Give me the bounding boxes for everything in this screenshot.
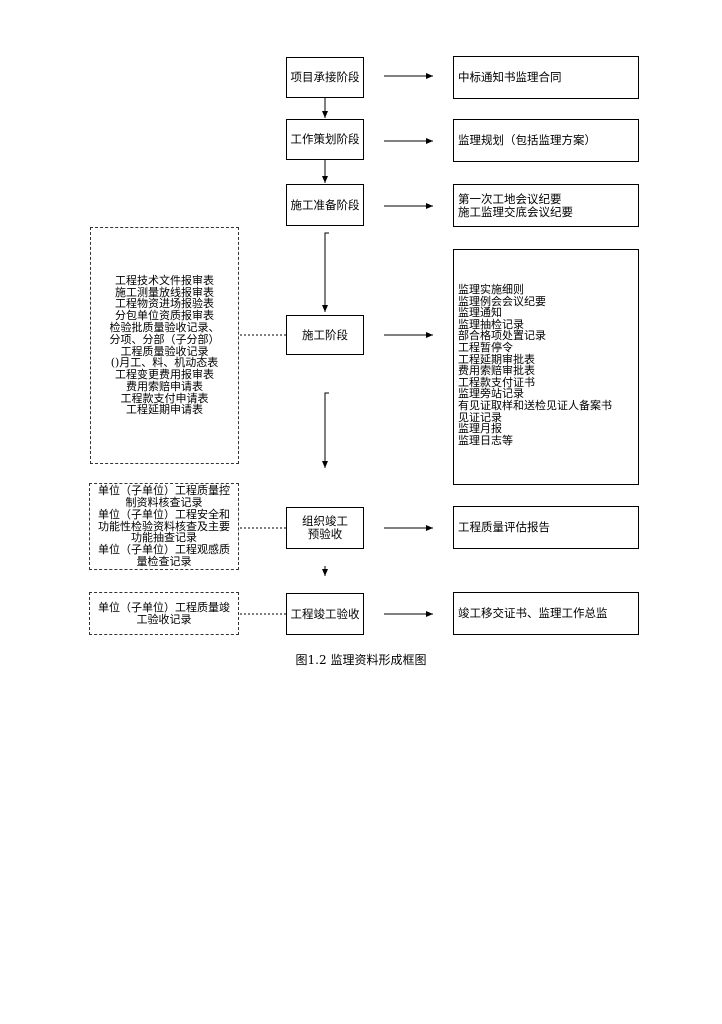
stage-completion-acceptance: 工程竣工验收 (286, 593, 364, 635)
text-line: 检验批质量验收记录、 (109, 320, 220, 334)
text-line: 工程款支付证书 (458, 375, 535, 389)
output-text: 监理规划（包括监理方案） (458, 134, 596, 147)
output-supervision-plan: 监理规划（包括监理方案） (453, 119, 639, 162)
text-line: 施工监理交底会议纪要 (458, 204, 573, 219)
text-line: 单位（子单位）工程质量竣 (98, 600, 230, 614)
text-line: 工程暂停令 (458, 340, 513, 354)
text-line: 见证记录 (458, 410, 502, 424)
text-line: 工程质量验收记录 (120, 344, 209, 358)
text-line: 第一次工地会议纪要 (458, 191, 562, 206)
text-line: 工程竣工验收 (290, 606, 360, 621)
text-line: 监理实施细则 (458, 283, 524, 296)
output-text: 工程质量评估报告 (458, 521, 550, 534)
text-line: 施工准备阶段 (290, 197, 360, 212)
output-handover-certificate: 竣工移交证书、监理工作总监 (453, 592, 639, 635)
input-completion-records: 单位（子单位）工程质量竣工验收记录 (89, 592, 239, 635)
stage-text: 组织竣工预验收 (302, 515, 348, 541)
text-line: 监理日志等 (458, 433, 513, 447)
text-line: 单位（子单位）工程质量控 (98, 484, 230, 498)
stage-work-planning: 工作策划阶段 (286, 119, 364, 160)
text-line: 工程延期申请表 (126, 403, 203, 417)
text-line: 工程延期审批表 (458, 352, 535, 366)
input-text: 单位（子单位）工程质量竣工验收记录 (98, 600, 230, 626)
text-line: 监理规划（包括监理方案） (458, 133, 596, 147)
text-line: 监理抽检记录 (458, 317, 524, 331)
text-line: 单位（子单位）工程安全和 (98, 507, 230, 521)
output-quality-report: 工程质量评估报告 (453, 506, 639, 549)
stage-construction-prep: 施工准备阶段 (286, 184, 364, 226)
output-bid-notice-contract: 中标通知书监理合同 (453, 56, 639, 99)
stage-project-acceptance: 项目承接阶段 (286, 57, 364, 98)
text-line: 施工测量放线报审表 (115, 285, 214, 299)
text-line: 费用索赔申请表 (126, 379, 203, 393)
text-line: 工程物资进场报验表 (115, 297, 214, 311)
arrow-stage4-stage5 (322, 392, 329, 468)
stage-text: 项目承接阶段 (291, 71, 360, 84)
text-line: 项目承接阶段 (290, 70, 360, 84)
output-text: 竣工移交证书、监理工作总监 (458, 607, 608, 620)
figure-caption: 图1.2 监理资料形成框图 (295, 653, 427, 667)
output-text: 第一次工地会议纪要施工监理交底会议纪要 (458, 191, 573, 219)
text-line: 工程技术文件报审表 (115, 273, 214, 287)
text-line: ()月工、料、机动态表 (110, 356, 219, 370)
text-line: 竣工移交证书、监理工作总监 (458, 606, 608, 620)
output-meeting-minutes: 第一次工地会议纪要施工监理交底会议纪要 (453, 184, 639, 227)
text-line: 组织竣工 (302, 514, 348, 528)
stage-text: 施工阶段 (302, 327, 348, 342)
output-construction-records: 监理实施细则监理例会会议纪要监理通知监理抽检记录部合格项处置记录工程暂停令工程延… (453, 249, 639, 485)
text-line: 中标通知书监理合同 (458, 70, 562, 84)
input-pre-acceptance-records: 单位（子单位）工程质量控制资料核查记录单位（子单位）工程安全和功能性检验资料核查… (89, 483, 239, 570)
text-line: 功能性检验资料核查及主要 (98, 519, 230, 533)
text-line: 分包单位资质报审表 (115, 309, 214, 323)
text-line: 量检查记录 (136, 554, 192, 568)
output-text: 监理实施细则监理例会会议纪要监理通知监理抽检记录部合格项处置记录工程暂停令工程延… (458, 284, 638, 446)
text-line: 监理旁站记录 (458, 387, 524, 401)
stage-text: 施工准备阶段 (290, 197, 360, 212)
output-text: 中标通知书监理合同 (458, 71, 562, 84)
input-text: 工程技术文件报审表施工测量放线报审表工程物资进场报验表分包单位资质报审表检验批质… (109, 273, 220, 417)
text-line: 工程变更费用报审表 (115, 368, 214, 382)
text-line: 分项、分部（子分部） (109, 332, 220, 346)
text-line: 有见证取样和送检见证人备案书 (458, 398, 612, 412)
text-line: 监理月报 (458, 422, 502, 436)
input-construction-forms: 工程技术文件报审表施工测量放线报审表工程物资进场报验表分包单位资质报审表检验批质… (90, 227, 239, 464)
input-text: 单位（子单位）工程质量控制资料核查记录单位（子单位）工程安全和功能性检验资料核查… (98, 485, 230, 568)
text-line: 费用索赔审批表 (458, 364, 535, 378)
arrow-stage3-stage4 (322, 232, 329, 312)
text-line: 部合格项处置记录 (458, 329, 546, 343)
text-line: 工作策划阶段 (290, 132, 360, 146)
stage-text: 工作策划阶段 (291, 133, 360, 146)
stage-construction: 施工阶段 (286, 315, 364, 355)
text-line: 监理通知 (458, 306, 502, 320)
text-line: 工验收记录 (136, 612, 192, 626)
text-line: 工程款支付申请表 (120, 391, 209, 405)
stage-pre-acceptance: 组织竣工预验收 (286, 507, 364, 549)
text-line: 工程质量评估报告 (458, 520, 550, 534)
text-line: 施工阶段 (302, 327, 348, 342)
text-line: 预验收 (307, 527, 343, 541)
text-line: 功能抽查记录 (131, 531, 197, 545)
text-line: 监理例会会议纪要 (458, 294, 546, 308)
text-line: 单位（子单位）工程观感质 (98, 543, 230, 557)
text-line: 制资料核查记录 (125, 496, 203, 509)
stage-text: 工程竣工验收 (290, 606, 360, 621)
